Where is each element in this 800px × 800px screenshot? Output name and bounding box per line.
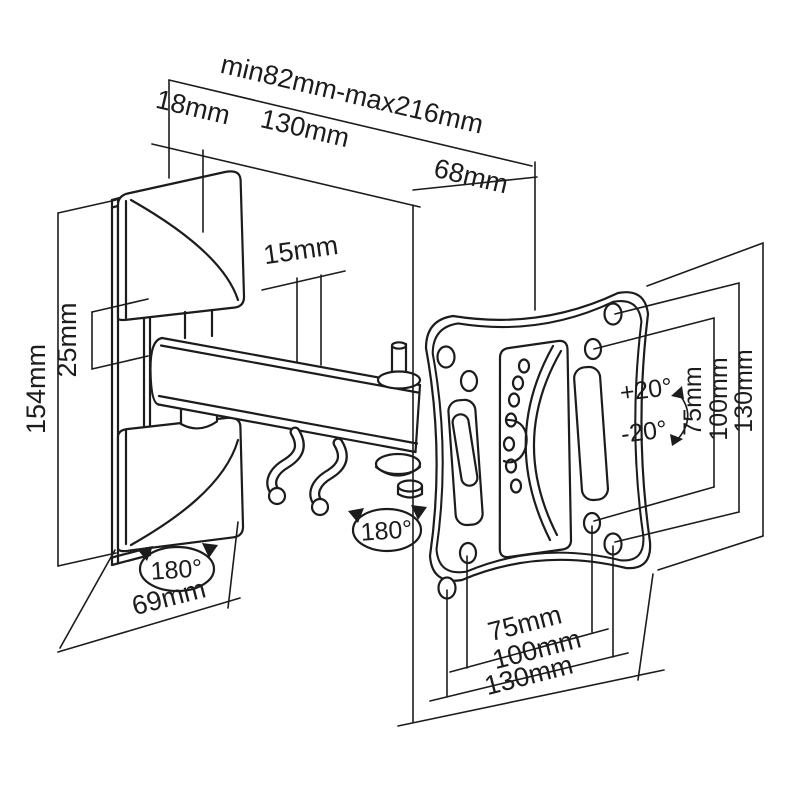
label-arm-length: 130mm [258,103,353,153]
label-vesa-height-100: 100mm [705,357,733,440]
hook-tip [267,486,287,506]
label-plate-height-130: 130mm [730,349,758,432]
wall-swivel-indicator [137,543,218,593]
tilt-arrow-up [671,386,684,399]
plate-right-slot [573,365,610,502]
head-swivel-indicator [348,505,427,553]
label-wall-swivel: 180° [150,554,204,586]
swivel-arrow-right [202,543,218,558]
vesa-hole [603,302,623,326]
head-joint [374,341,424,499]
label-joint-offset: 25mm [52,302,82,377]
vesa-hole [583,337,603,361]
vesa-hole [458,541,478,565]
swivel-arrow-right [411,505,427,520]
cable-hooks [266,426,348,517]
bottom-cover-curve [129,438,240,547]
top-cover-curve [129,198,240,302]
vesa-hole [436,345,456,369]
label-head-swivel: 180° [360,515,414,547]
arm-left-cap [149,336,164,406]
vesa-hole [459,369,479,393]
label-extension-range: min82mm-max216mm [218,49,486,140]
joint-bolt [396,479,424,493]
label-tilt-down: -20° [619,415,668,448]
swivel-arrow-left [137,546,153,561]
vesa-plate [424,291,652,600]
dimension-lines [57,79,764,727]
label-wall-plate-height: 154mm [21,344,51,434]
label-wall-plate-depth: 18mm [153,84,233,130]
label-arm-thickness: 15mm [262,230,340,270]
label-tilt-up: +20° [618,373,673,407]
tilt-indicator [670,386,689,446]
tilt-arrow-down [670,434,683,446]
wall-bottom-cover [116,416,245,553]
tilt-knob [502,418,528,464]
wall-top-cover [116,170,246,322]
joint-washer-top [376,370,422,390]
hook-tip [310,497,330,517]
extension-arm [149,336,422,454]
swivel-arrow-left [348,508,364,523]
joint-washer-bottom [374,452,422,476]
label-head-depth: 68mm [431,153,511,199]
arm-right-cap [414,383,422,454]
label-vesa-height-75: 75mm [679,366,707,435]
